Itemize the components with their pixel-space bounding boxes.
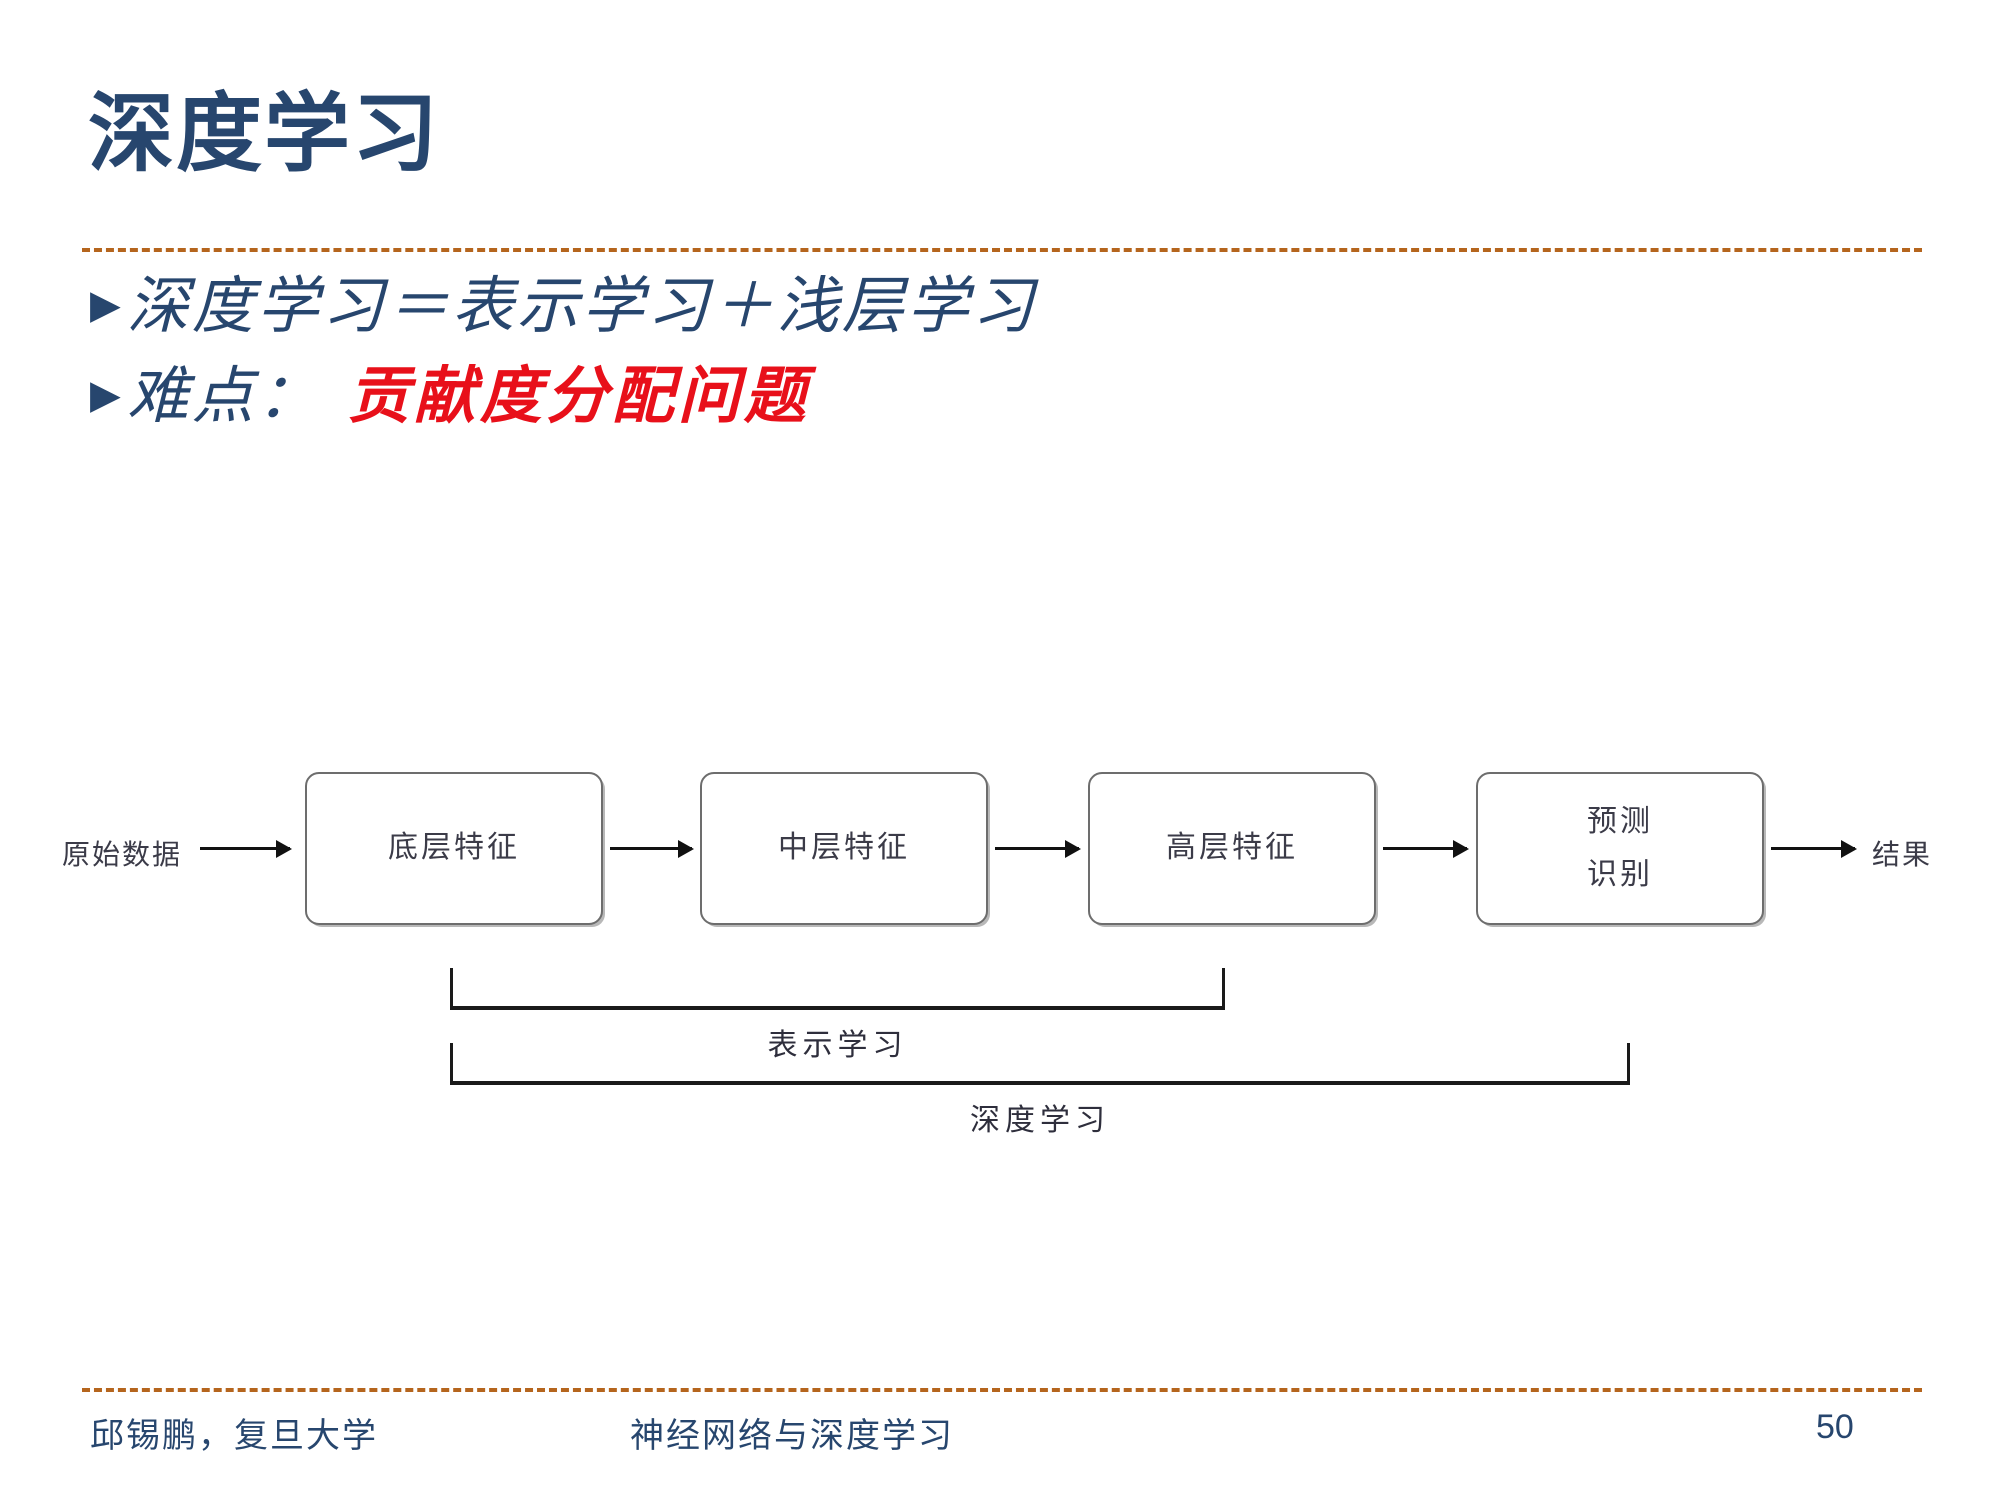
arrow-box2-to-box3 <box>995 847 1079 850</box>
diagram-input-label: 原始数据 <box>62 838 183 871</box>
diagram-box-high-level: 高层特征 <box>1088 772 1376 925</box>
footer-course: 神经网络与深度学习 <box>630 1416 954 1456</box>
page-title: 深度学习 <box>88 84 440 184</box>
arrow-input-to-box1 <box>200 847 290 850</box>
bullet-triangle-icon: ▶ <box>90 282 121 327</box>
footer-author: 邱锡鹏，复旦大学 <box>90 1416 378 1456</box>
diagram-box-label: 预测 识别 <box>1587 804 1653 892</box>
arrow-box3-to-box4 <box>1383 847 1467 850</box>
diagram-box-mid-level: 中层特征 <box>700 772 988 925</box>
list-item: ▶ 难点： 贡献度分配问题 <box>90 358 1890 434</box>
diagram-box-predict-recognize: 预测 识别 <box>1476 772 1764 925</box>
footer-divider <box>82 1388 1922 1392</box>
arrow-box1-to-box2 <box>610 847 692 850</box>
bracket-deep-learning <box>450 1043 1630 1085</box>
bullet-text-1: 深度学习＝表示学习＋浅层学习 <box>126 269 1037 342</box>
bullet-text-2: 难点： <box>126 359 322 432</box>
bullet-text-2-highlight: 贡献度分配问题 <box>347 359 810 432</box>
bracket-label-representation-learning: 表示学习 <box>767 1028 908 1063</box>
bullet-list: ▶ 深度学习＝表示学习＋浅层学习 ▶ 难点： 贡献度分配问题 <box>90 268 1890 448</box>
title-divider <box>82 248 1922 252</box>
list-item: ▶ 深度学习＝表示学习＋浅层学习 <box>90 268 1890 344</box>
diagram-box-label: 中层特征 <box>778 830 910 866</box>
diagram-box-label: 底层特征 <box>388 830 520 866</box>
arrow-box4-to-output <box>1771 847 1855 850</box>
bullet-triangle-icon: ▶ <box>90 372 121 417</box>
bracket-label-deep-learning: 深度学习 <box>970 1103 1110 1138</box>
diagram-box-low-level: 底层特征 <box>305 772 603 925</box>
diagram-output-label: 结果 <box>1872 838 1933 871</box>
footer-page-number: 50 <box>1816 1408 1854 1446</box>
diagram-box-label: 高层特征 <box>1166 830 1298 866</box>
bracket-representation-learning <box>450 968 1225 1010</box>
